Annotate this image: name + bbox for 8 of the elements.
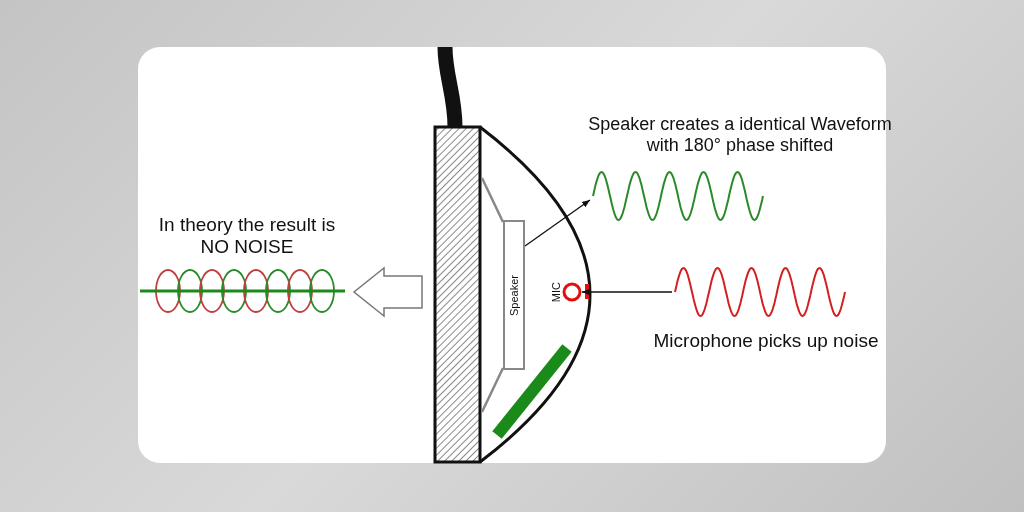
speaker-box: Speaker bbox=[503, 220, 525, 370]
arrow bbox=[581, 288, 673, 296]
caption: In theory the result is NO NOISE bbox=[157, 214, 337, 258]
block-arrow bbox=[352, 266, 423, 318]
mic-label: MIC bbox=[550, 282, 562, 303]
caption: Microphone picks up noise bbox=[652, 330, 880, 352]
arrow bbox=[524, 199, 591, 247]
caption: Speaker creates a identical Waveform with 180° phase shifted bbox=[587, 114, 893, 156]
